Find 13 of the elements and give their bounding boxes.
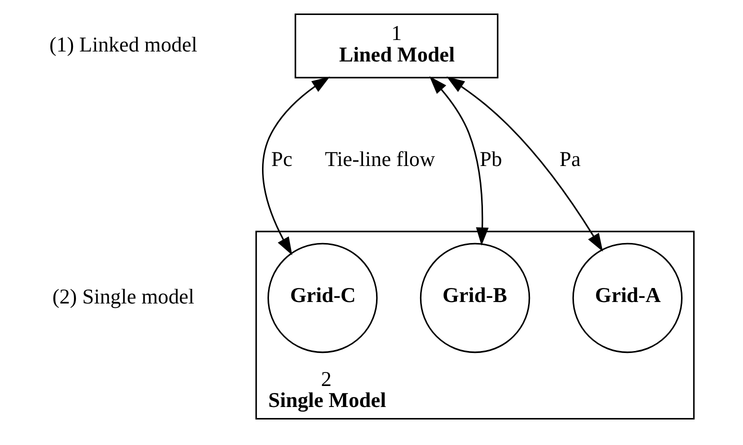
edge-label: Pc [270, 147, 292, 172]
node-circle: Grid-C [266, 242, 378, 354]
label: (1) Linked model [48, 32, 197, 56]
node-circle: Grid-B [419, 242, 530, 354]
label: (2) Single model [52, 284, 194, 309]
arrow [262, 76, 330, 256]
edge-label: Pb [479, 147, 502, 172]
arrow [428, 76, 488, 246]
edge-label: Pa [559, 147, 580, 172]
node-box: 1 Lined Model [294, 13, 498, 78]
label: Tie-line flow [324, 147, 434, 172]
node-circle: Grid-A [572, 242, 682, 354]
arrow [446, 76, 602, 252]
